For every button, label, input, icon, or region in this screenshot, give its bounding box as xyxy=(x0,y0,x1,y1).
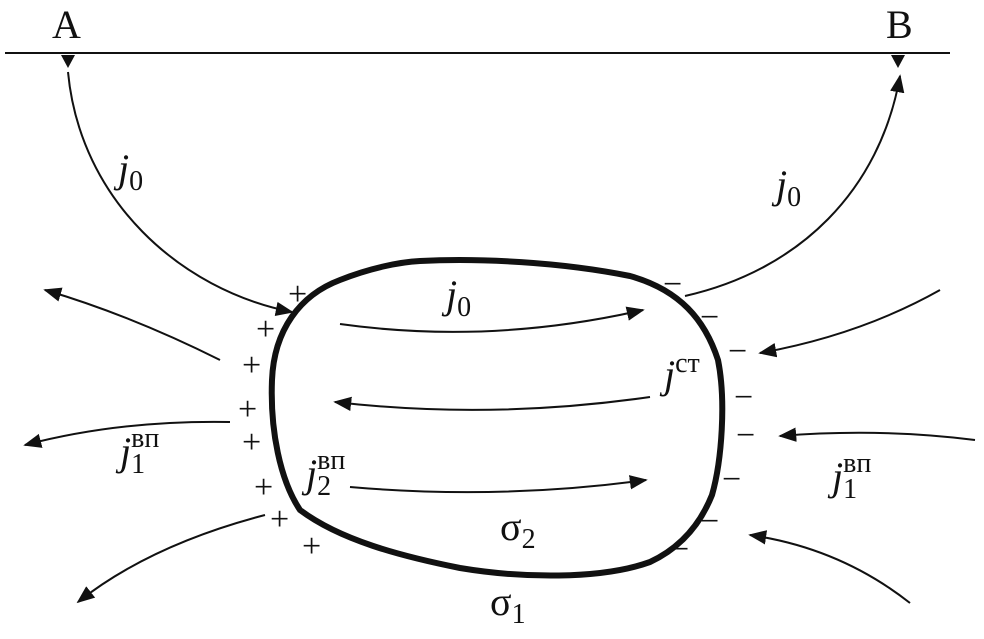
plus-sign: + xyxy=(288,276,307,313)
inward-line-1 xyxy=(758,289,941,358)
plus-sign: + xyxy=(256,311,275,348)
inner-current-line-j2vp xyxy=(349,475,648,494)
inward-line-2 xyxy=(778,427,976,442)
label-j0-right: j0 xyxy=(771,162,801,213)
outward-line-1 xyxy=(43,287,221,361)
inner-current-line-j0 xyxy=(339,306,645,333)
inner-current-line-jst xyxy=(333,396,651,412)
electrode-a-marker xyxy=(61,55,75,68)
label-sigma2: σ2 xyxy=(500,504,536,555)
current-line-to-b xyxy=(684,74,905,297)
minus-sign: − xyxy=(736,417,755,454)
outward-line-3 xyxy=(76,514,266,604)
inward-line-3 xyxy=(748,530,911,604)
outward-line-2 xyxy=(23,420,231,448)
label-j1-vp-right: j1вп xyxy=(827,448,871,505)
current-line-from-a xyxy=(67,71,294,316)
label-j1-vp-left: j1вп xyxy=(115,423,159,480)
label-j0-left: j0 xyxy=(113,146,143,197)
minus-sign: − xyxy=(734,379,753,416)
minus-sign: − xyxy=(700,299,719,336)
plus-sign: + xyxy=(242,347,261,384)
electrode-a-label: A xyxy=(52,2,81,47)
label-j0-inside: j0 xyxy=(441,272,471,323)
minus-sign: − xyxy=(670,531,689,568)
plus-sign: + xyxy=(270,501,289,538)
plus-sign: + xyxy=(238,391,257,428)
minus-sign: − xyxy=(722,461,741,498)
label-j-st: jст xyxy=(659,348,700,397)
label-sigma1: σ1 xyxy=(490,579,526,630)
electrode-b-marker xyxy=(891,55,905,68)
label-j2-vp: j2вп xyxy=(301,445,345,502)
plus-sign: + xyxy=(302,528,321,565)
plus-sign: + xyxy=(254,469,273,506)
minus-sign: − xyxy=(663,266,682,303)
negative-charges: − − − − − − − − xyxy=(663,266,755,568)
positive-charges: + + + + + + + + xyxy=(238,276,321,565)
plus-sign: + xyxy=(242,424,261,461)
minus-sign: − xyxy=(728,333,747,370)
minus-sign: − xyxy=(700,503,719,540)
electrode-b-label: B xyxy=(886,2,913,47)
conductive-body-outline xyxy=(268,257,726,579)
